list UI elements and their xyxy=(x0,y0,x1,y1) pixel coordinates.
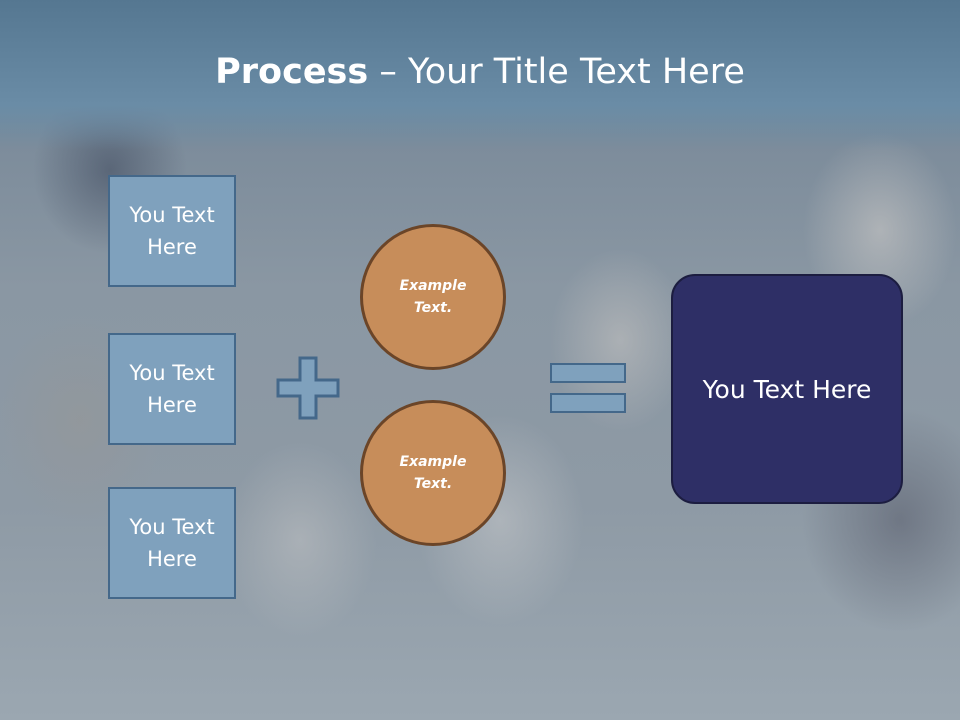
text-box-3-label: You Text Here xyxy=(129,515,215,571)
equals-bar-top xyxy=(550,363,626,383)
example-circle-2[interactable]: Example Text. xyxy=(360,400,506,546)
example-circle-2-label: Example Text. xyxy=(399,454,467,492)
example-circle-1[interactable]: Example Text. xyxy=(360,224,506,370)
result-box-label: You Text Here xyxy=(702,374,872,404)
example-circle-1-label: Example Text. xyxy=(399,278,467,316)
text-box-1[interactable]: You Text Here xyxy=(108,175,236,287)
text-box-2-label: You Text Here xyxy=(129,361,215,417)
title-bar xyxy=(0,0,960,150)
text-box-2[interactable]: You Text Here xyxy=(108,333,236,445)
plus-icon xyxy=(276,356,340,420)
result-box[interactable]: You Text Here xyxy=(671,274,903,504)
text-box-3[interactable]: You Text Here xyxy=(108,487,236,599)
equals-bar-bottom xyxy=(550,393,626,413)
title-rest: – Your Title Text Here xyxy=(368,52,745,92)
text-box-1-label: You Text Here xyxy=(129,203,215,259)
title-bold: Process xyxy=(215,52,369,92)
slide-title: Process – Your Title Text Here xyxy=(0,52,960,92)
